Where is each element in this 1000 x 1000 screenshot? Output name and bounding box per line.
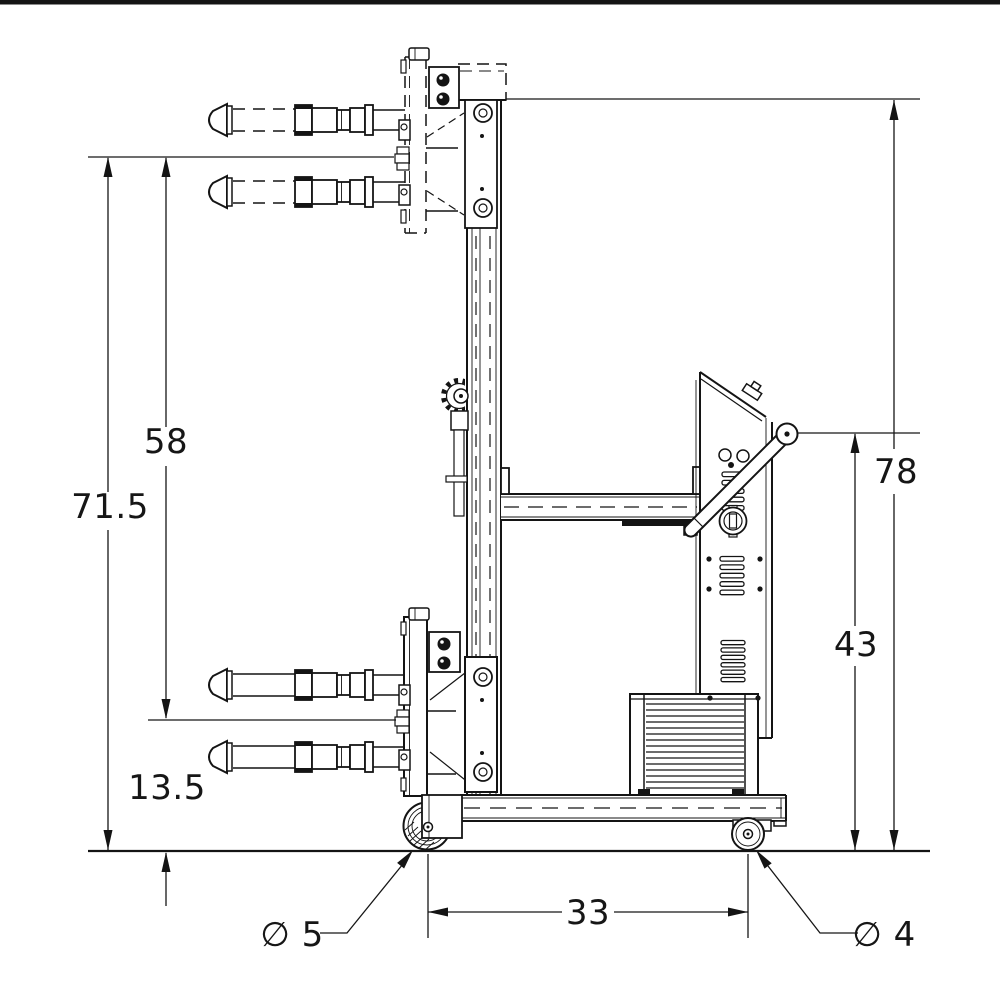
drum-fork-lowered-top xyxy=(208,667,405,703)
dim-rear-caster-dia: ∅ 4 xyxy=(756,850,916,955)
chain-tensioner xyxy=(445,388,469,517)
dim-58: 58 xyxy=(144,157,188,719)
fork-carriage-raised xyxy=(208,47,498,234)
control-panel xyxy=(683,371,799,739)
cover-latch xyxy=(741,380,763,402)
battery-box xyxy=(629,693,761,796)
rear-caster xyxy=(731,817,772,851)
front-caster xyxy=(402,794,463,851)
wheel-shading xyxy=(404,821,435,851)
fork-carriage-lowered xyxy=(208,607,498,797)
dim-label-43: 43 xyxy=(834,625,878,665)
mid-shelf-beam xyxy=(500,466,702,536)
drum-fork-raised-top xyxy=(208,102,405,138)
drum-fork-lowered-bottom xyxy=(208,739,405,775)
dim-front-caster-dia: ∅ 5 xyxy=(260,850,413,955)
vent-louvers-mid xyxy=(706,555,763,596)
dim-71-5: 71.5 xyxy=(71,157,149,850)
battery-fins xyxy=(646,703,744,789)
top-bracket xyxy=(408,47,430,61)
drum-fork-raised-bottom xyxy=(208,174,405,210)
key-switch xyxy=(718,504,748,538)
dim-13-5: 13.5 xyxy=(128,768,206,906)
crank-handle xyxy=(683,422,799,538)
dim-label-71-5: 71.5 xyxy=(71,487,149,527)
dimension-annotations: 71.5 58 13.5 78 43 xyxy=(71,98,930,955)
dim-label-rear-caster: ∅ 4 xyxy=(852,915,916,955)
base-frame xyxy=(460,794,787,827)
dim-label-13-5: 13.5 xyxy=(128,768,206,808)
sheet-top-border xyxy=(0,0,1000,5)
mast-top-cap xyxy=(457,63,507,101)
dim-label-front-caster: ∅ 5 xyxy=(260,915,324,955)
dim-label-78: 78 xyxy=(874,452,918,492)
top-bracket xyxy=(408,607,430,621)
dim-label-58: 58 xyxy=(144,422,188,462)
dim-43: 43 xyxy=(834,433,878,850)
dim-78: 78 xyxy=(874,100,918,850)
dim-33: 33 xyxy=(428,893,748,933)
vent-louvers-bottom xyxy=(720,639,746,683)
dim-label-33: 33 xyxy=(566,893,610,933)
